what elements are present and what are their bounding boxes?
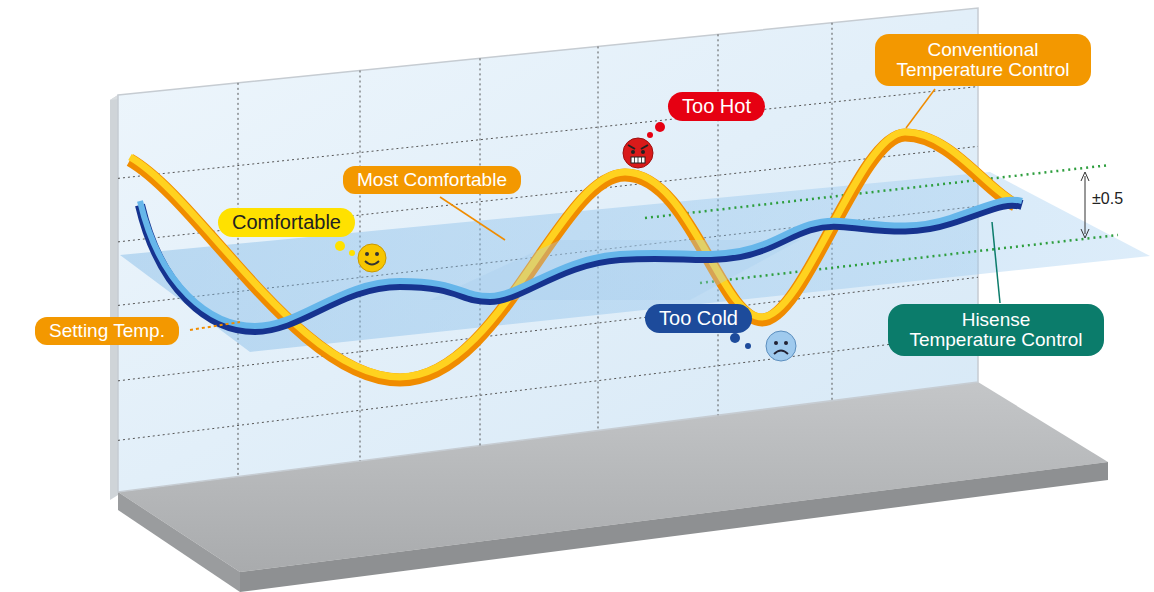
bubble-tail: [349, 250, 355, 256]
speech-bubble: Too Hot: [668, 92, 765, 121]
leader-line: [440, 197, 505, 240]
tolerance-line: [645, 165, 1110, 218]
setting-label-box: Setting Temp.: [35, 317, 179, 345]
hisense-curve-face: [140, 200, 1022, 326]
curve-label-box: Conventional Temperature Control: [875, 34, 1091, 86]
sad-face: [766, 331, 796, 361]
curve-label-box: Hisense Temperature Control: [888, 304, 1104, 356]
floor-side: [118, 492, 240, 592]
bubble-tail: [745, 343, 751, 349]
label-text: Conventional Temperature Control: [893, 40, 1073, 80]
label-text: Too Cold: [659, 308, 738, 329]
angry-face: [623, 138, 653, 168]
conventional-curve-face: [130, 132, 1015, 377]
zone-label-box: Most Comfortable: [343, 166, 521, 194]
wall-side: [110, 95, 118, 500]
label-text: Too Hot: [682, 96, 751, 117]
bubble-tail: [335, 241, 345, 251]
tolerance-arrowhead: [1081, 172, 1089, 181]
tolerance-arrowhead: [1081, 229, 1089, 238]
tolerance-label: ±0.5: [1092, 190, 1123, 208]
label-text: Comfortable: [232, 212, 341, 233]
tolerance-arrow: [1085, 176, 1086, 234]
grid-line: [118, 87, 978, 179]
speech-bubble: Too Cold: [645, 304, 752, 333]
conventional-curve-edge: [130, 135, 1015, 380]
bubble-tail: [647, 132, 653, 138]
label-text: Most Comfortable: [357, 170, 507, 190]
label-text: Hisense Temperature Control: [906, 310, 1086, 350]
speech-bubble: Comfortable: [218, 208, 355, 237]
bubble-tail: [730, 333, 740, 343]
leader-line: [992, 222, 1000, 303]
bubble-tail: [655, 122, 665, 132]
leader-line: [906, 89, 935, 128]
setting-dotted-line: [190, 322, 240, 330]
floor-edge: [240, 462, 1108, 592]
smile-face: [358, 244, 386, 272]
label-text: Setting Temp.: [49, 321, 165, 341]
